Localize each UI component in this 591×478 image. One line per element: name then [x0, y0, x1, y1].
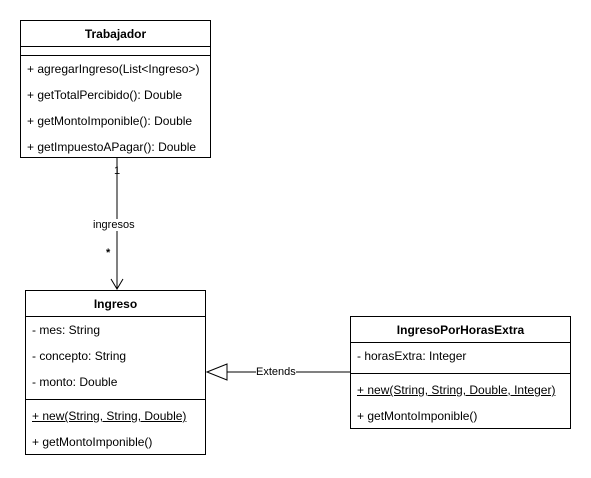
class-ingreso-por-horas-extra[interactable]: IngresoPorHorasExtra - horasExtra: Integ… — [350, 316, 571, 429]
trabajador-method-row: + agregarIngreso(List<Ingreso>) — [27, 62, 200, 76]
class-trabajador[interactable]: Trabajador + agregarIngreso(List<Ingreso… — [20, 20, 211, 158]
source-multiplicity: 1 — [114, 165, 121, 177]
horas-extra-attribute-row: - horasExtra: Integer — [357, 349, 467, 363]
generalization-label: Extends — [256, 366, 296, 378]
ingreso-constructor-row: + new(String, String, Double) — [32, 409, 187, 423]
class-trabajador-name: Trabajador — [21, 21, 210, 47]
ingreso-attribute-row: - mes: String — [32, 323, 101, 337]
generalization-triangle-icon — [205, 363, 228, 381]
class-ingreso-por-horas-extra-name: IngresoPorHorasExtra — [351, 317, 570, 343]
association-label: ingresos — [93, 219, 135, 231]
target-multiplicity: * — [106, 247, 111, 259]
class-ingreso-name: Ingreso — [26, 291, 205, 317]
ingreso-attribute-row: - concepto: String — [32, 349, 127, 363]
trabajador-method-row: + getTotalPercibido(): Double — [27, 88, 183, 102]
horas-extra-method-row: + getMontoImponible() — [357, 409, 478, 423]
trabajador-method-row: + getImpuestoAPagar(): Double — [27, 140, 197, 154]
class-trabajador-divider — [21, 55, 210, 56]
class-ingreso[interactable]: Ingreso - mes: String - concepto: String… — [25, 290, 206, 455]
class-ingreso-por-horas-extra-divider — [351, 373, 570, 374]
class-ingreso-divider — [26, 399, 205, 400]
horas-extra-constructor-row: + new(String, String, Double, Integer) — [357, 383, 556, 397]
ingreso-attribute-row: - monto: Double — [32, 375, 118, 389]
ingreso-method-row: + getMontoImponible() — [32, 435, 153, 449]
association-arrowhead-icon — [110, 278, 124, 290]
trabajador-method-row: + getMontoImponible(): Double — [27, 114, 193, 128]
